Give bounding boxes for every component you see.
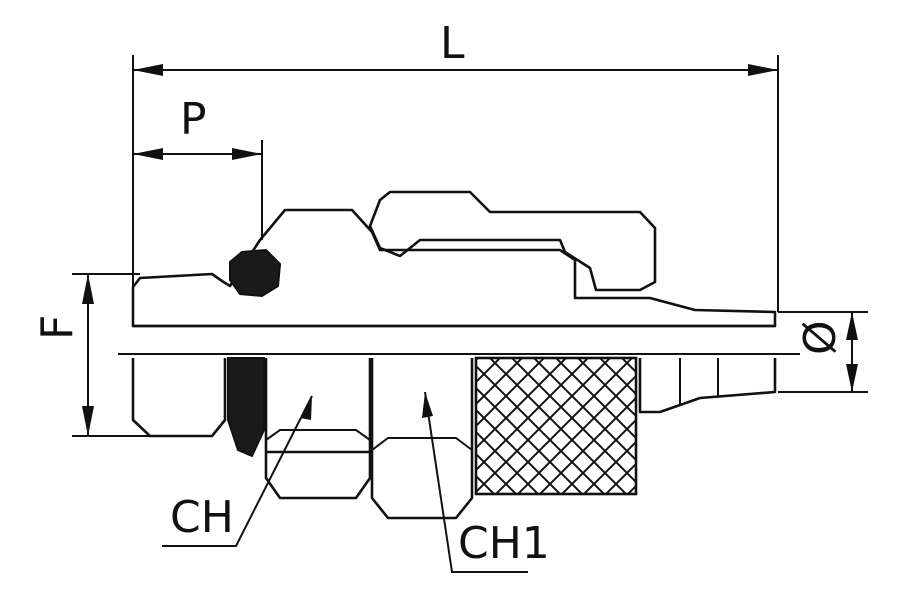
leader-CH1: CH1 (422, 391, 550, 573)
dim-F: F (32, 273, 150, 437)
dim-diameter: Ø (778, 311, 868, 393)
dim-F-label: F (32, 315, 83, 340)
leader-CH: CH (162, 395, 313, 547)
dim-P-label: P (180, 94, 207, 145)
dim-P: P (133, 94, 263, 240)
threaded-end (131, 358, 227, 438)
dim-L-label: L (440, 18, 465, 69)
dim-L: L (132, 18, 779, 312)
tube-end (638, 358, 777, 414)
knurled-sleeve (474, 356, 638, 496)
leader-CH1-label: CH1 (458, 518, 550, 569)
leader-CH-label: CH (170, 492, 234, 543)
hex-body (264, 358, 372, 500)
union-nut-section (368, 190, 657, 292)
o-ring (229, 248, 282, 298)
dim-diameter-label: Ø (795, 320, 846, 355)
oring-lower (227, 357, 265, 458)
hex-nut (370, 358, 474, 520)
